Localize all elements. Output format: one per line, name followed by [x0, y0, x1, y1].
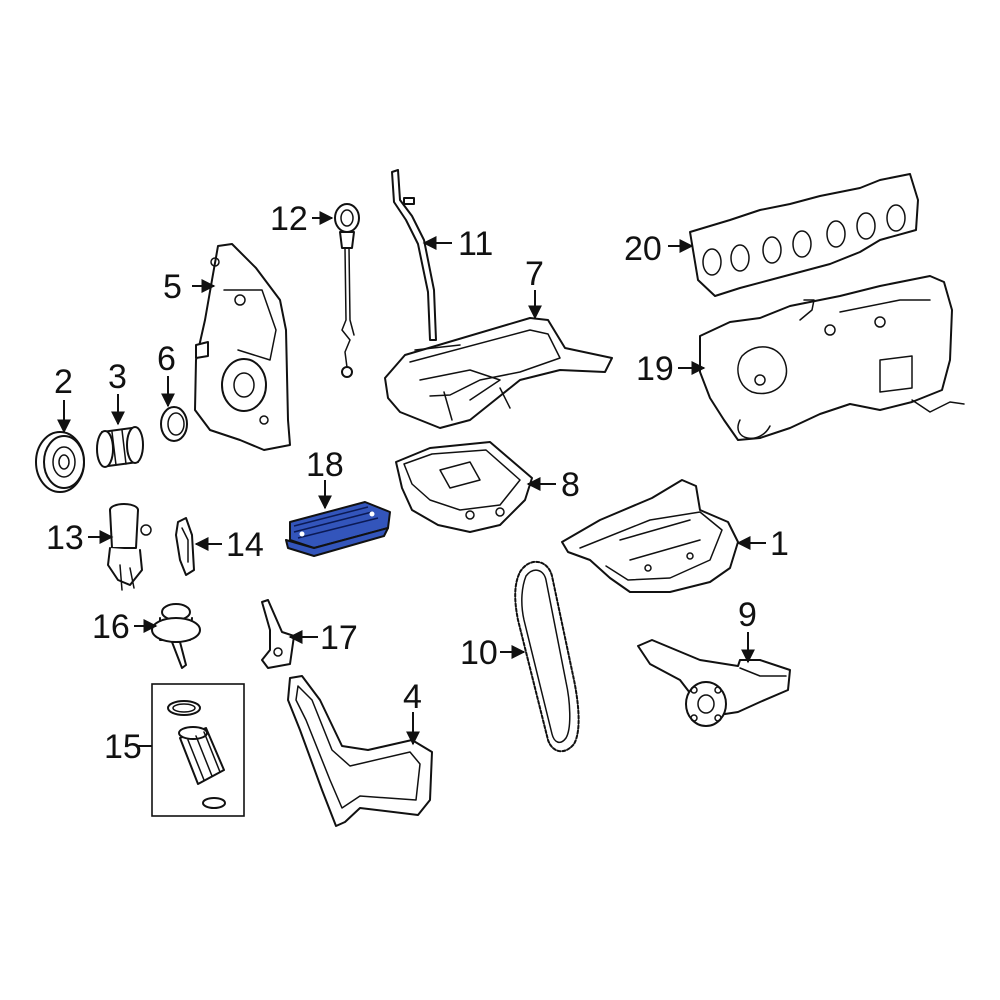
callout-16[interactable]: 16 [92, 608, 130, 646]
callout-5[interactable]: 5 [163, 268, 182, 306]
callout-9[interactable]: 9 [738, 596, 757, 634]
part-5-timing-cover[interactable] [194, 243, 291, 451]
callout-10[interactable]: 10 [460, 634, 498, 672]
part-12-dipstick[interactable] [334, 203, 360, 378]
part-17-bracket[interactable] [261, 599, 295, 669]
callout-19[interactable]: 19 [636, 350, 674, 388]
callout-8[interactable]: 8 [561, 466, 580, 504]
part-2-pulley[interactable] [35, 431, 85, 493]
part-8-lower-oil-pan[interactable] [395, 441, 533, 533]
callout-2[interactable]: 2 [54, 363, 73, 401]
callout-11[interactable]: 11 [458, 225, 493, 263]
leader-lines [57, 211, 766, 747]
callout-labels: 1 2 3 4 5 6 7 8 9 10 11 12 13 14 15 16 1… [46, 200, 789, 766]
part-9-oil-pump[interactable] [637, 639, 791, 727]
callout-3[interactable]: 3 [108, 358, 127, 396]
callout-4[interactable]: 4 [403, 678, 422, 716]
part-15-filter-kit[interactable] [151, 683, 245, 817]
part-18-oil-cooler[interactable] [285, 501, 391, 557]
part-10-timing-chain[interactable] [514, 561, 580, 753]
callout-13[interactable]: 13 [46, 519, 84, 557]
part-4-belt[interactable] [287, 675, 433, 827]
callout-18[interactable]: 18 [306, 446, 344, 484]
callout-7[interactable]: 7 [525, 255, 544, 293]
part-1-oil-baffle[interactable] [561, 479, 739, 593]
part-20-intake-gasket[interactable] [689, 173, 919, 297]
part-3-roller[interactable] [96, 426, 144, 468]
callout-6[interactable]: 6 [157, 340, 176, 378]
part-19-intake-manifold[interactable] [699, 275, 965, 441]
part-14-gasket[interactable] [175, 517, 195, 576]
part-16-sensor[interactable] [151, 603, 201, 669]
part-11-dipstick-tube[interactable] [391, 169, 437, 341]
callout-14[interactable]: 14 [226, 526, 264, 564]
callout-15[interactable]: 15 [104, 728, 142, 766]
part-6-plug[interactable] [160, 406, 188, 442]
callout-20[interactable]: 20 [624, 230, 662, 268]
part-7-upper-oil-pan[interactable] [384, 317, 613, 429]
callout-12[interactable]: 12 [270, 200, 308, 238]
callout-1[interactable]: 1 [770, 525, 789, 563]
part-13-filter-housing[interactable] [107, 503, 152, 591]
callout-17[interactable]: 17 [320, 619, 358, 657]
